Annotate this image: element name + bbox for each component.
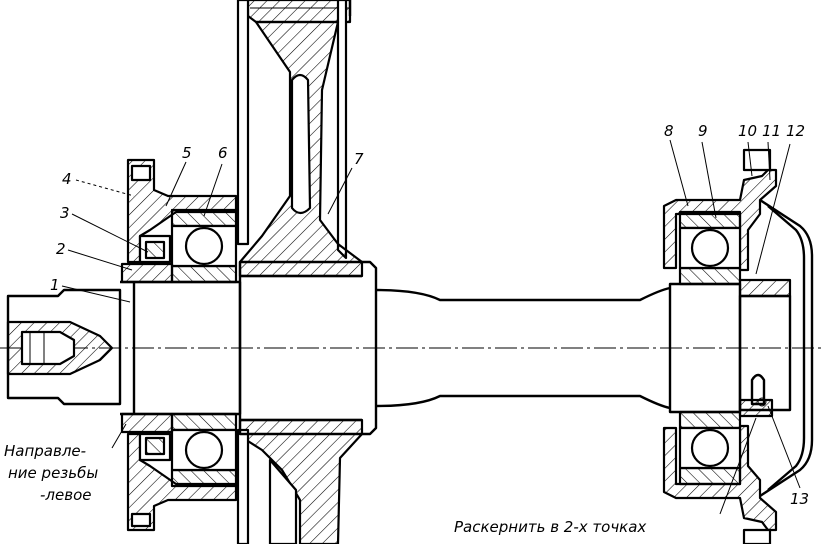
- seal-assembly: [120, 234, 174, 462]
- thread-note-line-2: ние резьбы: [8, 464, 98, 482]
- label-1: 1: [50, 276, 60, 294]
- label-3: 3: [60, 204, 70, 222]
- left-bearing-6: [170, 208, 238, 488]
- label-2: 2: [56, 240, 66, 258]
- label-8: 8: [664, 122, 674, 140]
- label-7: 7: [354, 150, 364, 168]
- label-10: 10: [738, 122, 757, 140]
- thread-note-line-1: Направле-: [4, 442, 86, 460]
- label-6: 6: [218, 144, 228, 162]
- thread-note-line-3: -левое: [40, 486, 91, 504]
- right-bearing-9: [678, 210, 742, 486]
- punch-note: Раскернить в 2-х точках: [454, 518, 646, 536]
- label-13: 13: [790, 490, 809, 508]
- part-labels: 1 2 3 4 5 6 7 8 9 10 11 12 13: [50, 122, 809, 508]
- label-5: 5: [182, 144, 192, 162]
- label-4: 4: [62, 170, 72, 188]
- nut-assembly: [738, 278, 792, 418]
- thread-direction-note: Направле- ние резьбы -левое: [4, 442, 98, 504]
- label-12: 12: [786, 122, 805, 140]
- leader-lines: [61, 139, 801, 515]
- label-9: 9: [698, 122, 708, 140]
- label-11: 11: [762, 122, 781, 140]
- wheel-7: [236, 0, 364, 544]
